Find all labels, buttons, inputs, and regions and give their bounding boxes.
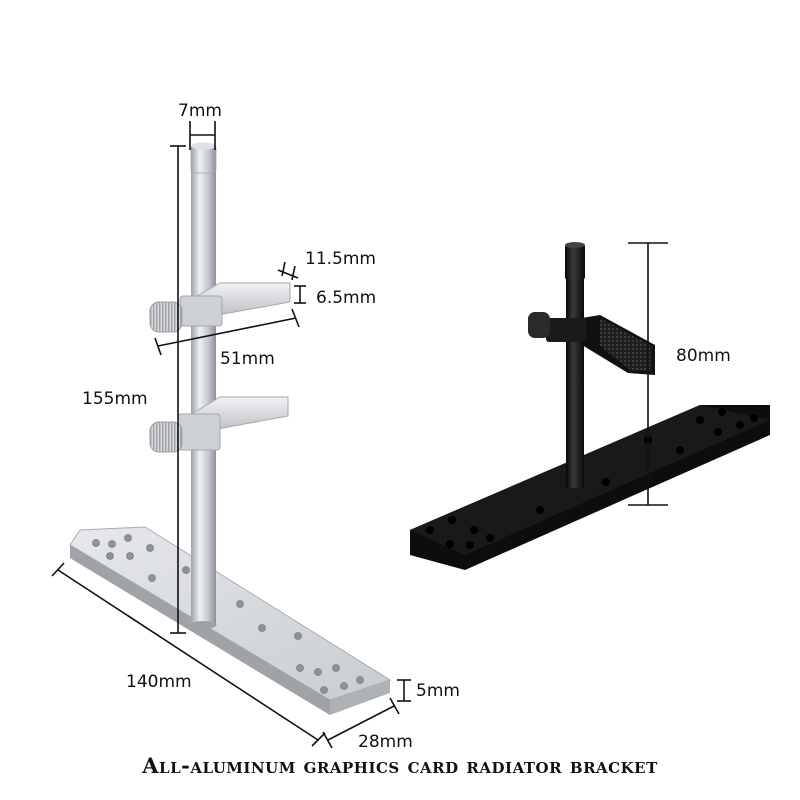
black-arm bbox=[528, 312, 655, 375]
black-bracket bbox=[410, 242, 770, 570]
silver-rod bbox=[190, 142, 217, 629]
black-rod bbox=[565, 242, 585, 488]
dimension-lines bbox=[51, 121, 668, 749]
arm-width-label: 11.5mm bbox=[305, 249, 376, 269]
rod-diameter-label: 7mm bbox=[178, 101, 222, 121]
silver-lower-arm bbox=[149, 396, 289, 453]
arm-length-label: 51mm bbox=[220, 349, 275, 369]
silver-upper-arm bbox=[149, 282, 291, 333]
product-caption: All-aluminum graphics card radiator brac… bbox=[142, 753, 658, 778]
base-thickness-label: 5mm bbox=[416, 681, 460, 701]
silver-bracket bbox=[69, 142, 392, 715]
black-base-plate bbox=[410, 405, 770, 570]
base-length-label: 140mm bbox=[126, 672, 192, 692]
arm-thickness-label: 6.5mm bbox=[316, 288, 377, 308]
black-height-label: 80mm bbox=[676, 346, 731, 366]
base-width-label: 28mm bbox=[358, 732, 413, 752]
silver-height-label: 155mm bbox=[82, 389, 148, 409]
silver-base-plate bbox=[69, 526, 392, 715]
